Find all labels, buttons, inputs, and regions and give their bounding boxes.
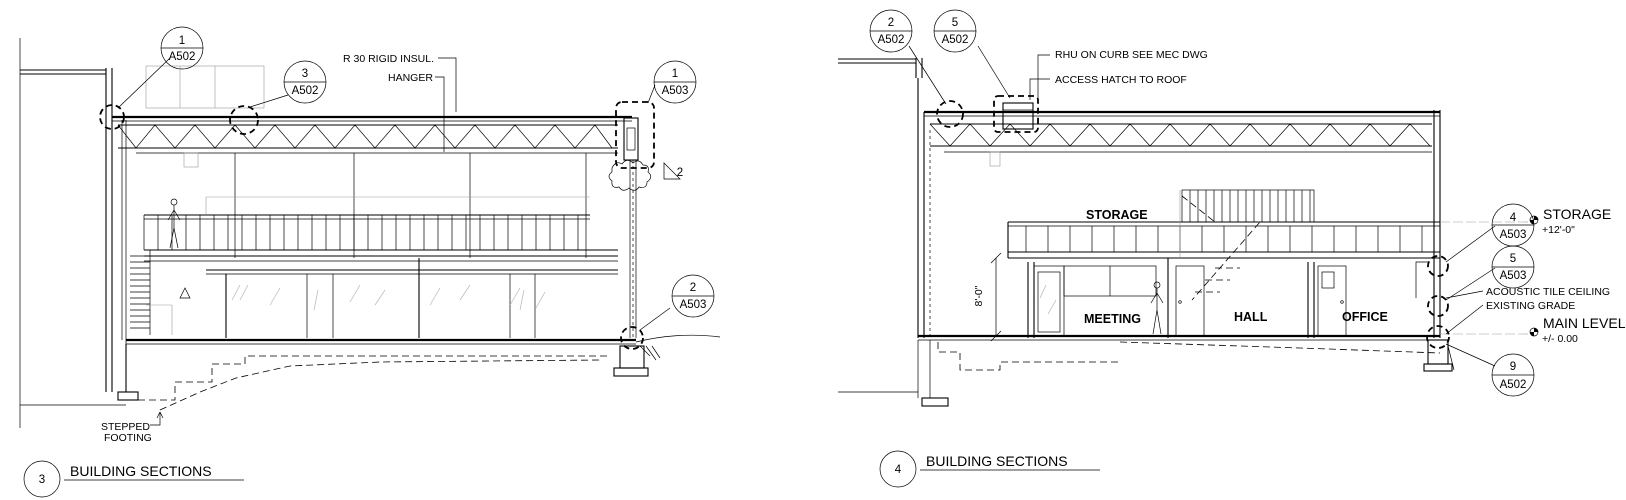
level-elevation: +/- 0.00 xyxy=(1542,333,1578,345)
detail-callout-box xyxy=(615,101,655,169)
detail-callout-circle xyxy=(1427,295,1449,317)
note-stepped: STEPPED xyxy=(101,421,150,433)
section-4-annotations: 2 A502 5 A502 4 A503 5 A503 9 xyxy=(869,9,1626,488)
room-label-storage: STORAGE xyxy=(1086,208,1148,222)
detail-callout-circle xyxy=(620,326,644,350)
section-tag-1-a502: 1 A502 xyxy=(160,26,204,70)
revision-number: 2 xyxy=(677,167,683,179)
note-footing: FOOTING xyxy=(104,432,152,444)
section-tag-sheet: A503 xyxy=(1500,229,1527,241)
section-3-title-block: 3 BUILDING SECTIONS xyxy=(23,460,244,498)
room-label-office: OFFICE xyxy=(1342,310,1388,324)
level-marker-main: MAIN LEVEL +/- 0.00 xyxy=(1529,315,1626,345)
section-tag-number: 5 xyxy=(952,17,958,29)
note-existing-grade: EXISTING GRADE xyxy=(1486,300,1575,312)
drawing-number: 3 xyxy=(39,474,45,486)
section-tag-number: 1 xyxy=(672,68,678,80)
section-tag-number: 5 xyxy=(1510,253,1516,265)
section-tag-2-a503: 2 A503 xyxy=(671,274,715,318)
note-rhu: RHU ON CURB SEE MEC DWG xyxy=(1055,49,1208,61)
section-tag-sheet: A503 xyxy=(1500,270,1527,282)
section-tag-number: 3 xyxy=(302,68,308,80)
section-tag-sheet: A502 xyxy=(1500,379,1527,391)
section-tag-5-a503: 5 A503 xyxy=(1491,245,1535,289)
section-tag-sheet: A503 xyxy=(662,85,689,97)
section-tag-number: 1 xyxy=(179,35,185,47)
detail-callout-circle xyxy=(936,100,964,128)
section-tag-4-a503: 4 A503 xyxy=(1491,203,1535,247)
note-access-hatch: ACCESS HATCH TO ROOF xyxy=(1055,74,1187,86)
drawing-number: 4 xyxy=(895,464,902,476)
room-label-meeting: MEETING xyxy=(1084,312,1141,326)
section-tag-number: 4 xyxy=(1510,212,1517,224)
detail-callout-circle xyxy=(1426,325,1450,349)
detail-callout-circle xyxy=(229,105,259,135)
section-tag-sheet: A503 xyxy=(680,299,707,311)
note-acoustic-ceiling: ACOUSTIC TILE CEILING xyxy=(1486,286,1610,298)
detail-callout-box xyxy=(993,95,1039,133)
level-name: STORAGE xyxy=(1543,206,1611,222)
note-hanger: HANGER xyxy=(388,72,433,84)
level-elevation: +12'-0" xyxy=(1542,224,1575,236)
section-tag-2-a502: 2 A502 xyxy=(869,9,913,53)
drawing-number-circle xyxy=(879,450,917,488)
room-label-hall: HALL xyxy=(1234,310,1268,324)
section-4-title-block: 4 BUILDING SECTIONS xyxy=(879,450,1100,488)
drawing-number-circle xyxy=(23,460,61,498)
section-tag-9-a502: 9 A502 xyxy=(1491,353,1535,397)
section-3-annotations: 1 A502 3 A502 1 A503 2 A503 2 xyxy=(23,26,715,498)
note-rigid-insul: R 30 RIGID INSUL. xyxy=(343,53,434,65)
drawing-title: BUILDING SECTIONS xyxy=(926,453,1068,469)
section-3-drawing xyxy=(19,38,721,428)
section-tag-sheet: A502 xyxy=(942,34,969,46)
section-tag-sheet: A502 xyxy=(169,51,196,63)
drawing-title: BUILDING SECTIONS xyxy=(70,463,212,479)
section-tag-3-a502: 3 A502 xyxy=(283,60,327,104)
level-name: MAIN LEVEL xyxy=(1543,315,1626,331)
section-4-drawing xyxy=(838,58,1530,407)
section-tag-5-a502: 5 A502 xyxy=(933,9,977,53)
section-tag-number: 2 xyxy=(888,17,894,29)
detail-callout-circle xyxy=(1427,255,1449,277)
level-marker-storage: STORAGE +12'-0" xyxy=(1529,206,1611,236)
dimension-8-0: 8'-0" xyxy=(973,285,985,306)
section-tag-1-a503: 1 A503 xyxy=(653,60,697,104)
section-tag-number: 9 xyxy=(1510,361,1516,373)
revision-triangle: 2 xyxy=(663,162,683,180)
detail-callout-circle xyxy=(99,104,125,130)
section-tag-sheet: A502 xyxy=(878,34,905,46)
section-tag-sheet: A502 xyxy=(292,85,319,97)
section-tag-number: 2 xyxy=(690,282,696,294)
